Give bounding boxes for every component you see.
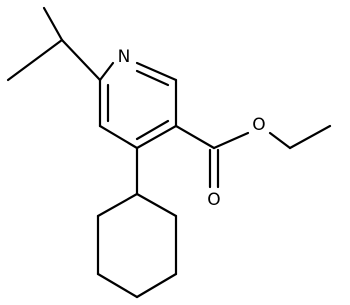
bond-cyclohexyl-4 bbox=[96, 272, 139, 299]
nitrogen-atom-label: N bbox=[118, 47, 131, 67]
bond-ring-to-carbonyl bbox=[174, 124, 216, 150]
bond-carbonyl-to-ether-oxygen bbox=[212, 131, 250, 150]
bond-n1-c2-double-outer bbox=[135, 61, 178, 82]
bond-cyclohexyl-1 bbox=[135, 192, 178, 218]
bond-c6-n1-single bbox=[98, 61, 115, 82]
bond-isopropyl-methyl-upper bbox=[42, 6, 64, 42]
bond-c4-c5 bbox=[98, 124, 139, 150]
ester-oxygen-atom-label: O bbox=[252, 115, 265, 135]
bond-c3-c4-double-outer bbox=[135, 124, 178, 150]
bond-isopropyl-methyl-lower bbox=[6, 38, 64, 82]
bond-c3-c4-double-inner bbox=[135, 119, 170, 141]
carbonyl-oxygen-atom-label: O bbox=[207, 190, 220, 210]
bond-n1-c2-double-inner bbox=[135, 69, 170, 87]
bond-ethyl-ch2-ch3 bbox=[288, 124, 332, 150]
bond-ether-oxygen-to-ch2 bbox=[268, 131, 292, 150]
bond-cyclohexyl-6 bbox=[96, 192, 139, 218]
bond-cyclohexyl-3 bbox=[135, 272, 178, 299]
atom-labels: N O O bbox=[118, 47, 266, 210]
bond-isopropyl-to-ring bbox=[60, 38, 102, 82]
bonds bbox=[6, 6, 332, 299]
